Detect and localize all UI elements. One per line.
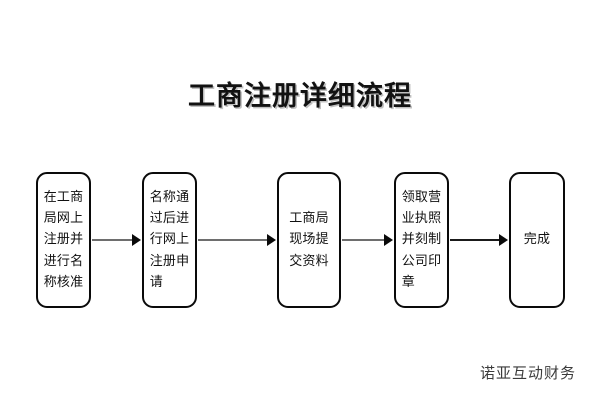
flow-diagram: 在工商 局网上 注册并 进行名 称核准 名称通 过后进 行网上 注册申 请 工商… xyxy=(0,172,600,310)
flow-node-3-label: 工商局 现场提 交资料 xyxy=(289,211,329,269)
arrow-head-icon xyxy=(267,234,276,246)
flow-node-2-label: 名称通 过后进 行网上 注册申 请 xyxy=(149,190,190,290)
flow-node-4[interactable]: 领取营 业执照 并刻制 公司印 章 xyxy=(394,172,449,308)
arrow-shaft-icon xyxy=(92,239,133,241)
watermark-text: 诺亚互动财务 xyxy=(479,364,576,382)
arrow-shaft-icon xyxy=(198,239,268,241)
flow-arrow-3 xyxy=(342,234,393,246)
arrow-head-icon xyxy=(132,234,141,246)
flow-node-1-label: 在工商 局网上 注册并 进行名 称核准 xyxy=(43,190,84,290)
flow-node-4-label: 领取营 业执照 并刻制 公司印 章 xyxy=(401,190,442,290)
page-title: 工商注册详细流程 xyxy=(188,81,412,112)
arrow-head-icon xyxy=(499,234,508,246)
arrow-shaft-icon xyxy=(342,239,385,241)
flow-node-5-label: 完成 xyxy=(523,232,551,248)
flow-node-5[interactable]: 完成 xyxy=(509,172,565,308)
flow-node-3[interactable]: 工商局 现场提 交资料 xyxy=(277,172,341,308)
flow-arrow-4 xyxy=(450,234,508,246)
arrow-shaft-icon xyxy=(450,239,500,241)
flow-arrow-2 xyxy=(198,234,276,246)
arrow-head-icon xyxy=(384,234,393,246)
flow-arrow-1 xyxy=(92,234,141,246)
flow-node-2[interactable]: 名称通 过后进 行网上 注册申 请 xyxy=(142,172,197,308)
flow-node-1[interactable]: 在工商 局网上 注册并 进行名 称核准 xyxy=(36,172,91,308)
